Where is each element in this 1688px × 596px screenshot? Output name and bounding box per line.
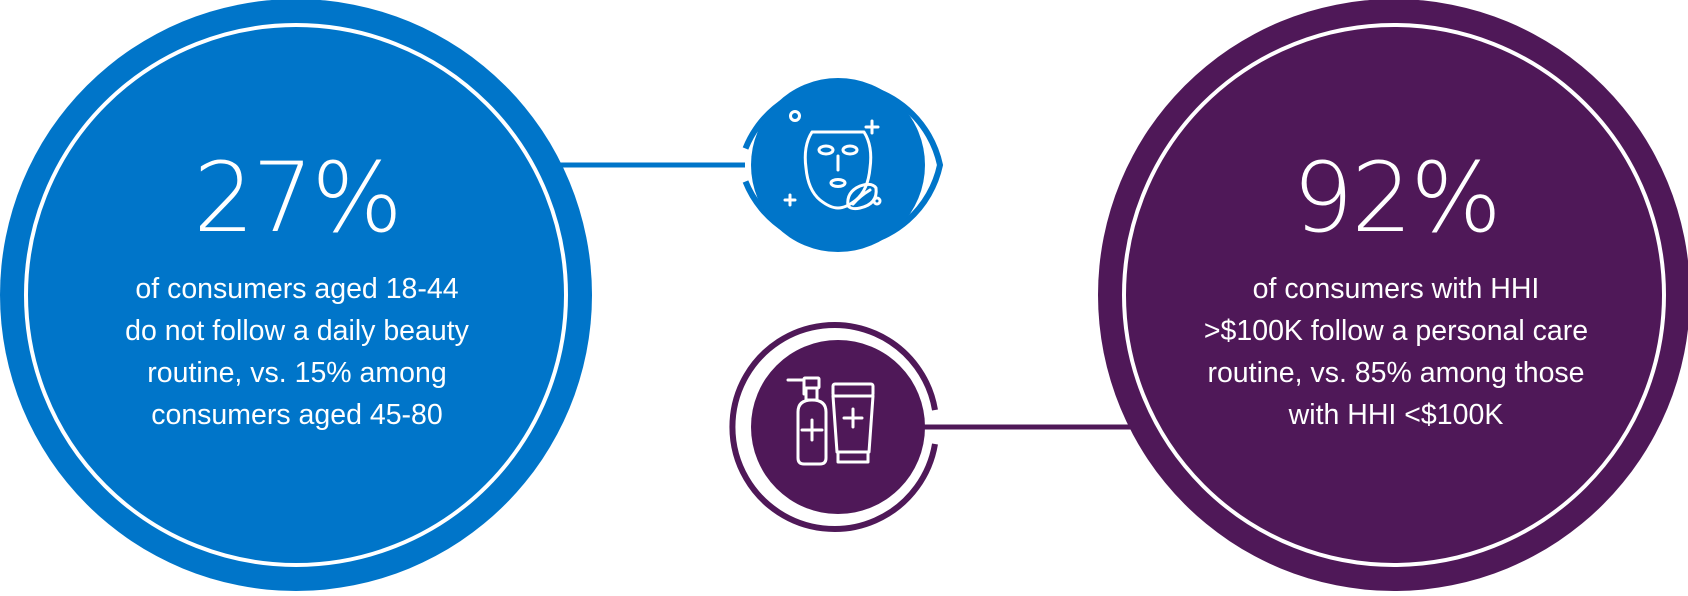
stat-right-line: with HHI <$100K (1288, 399, 1504, 431)
small-circle-bottom (729, 322, 938, 532)
stat-left-line: do not follow a daily beauty (125, 315, 469, 347)
stat-left-description: of consumers aged 18-44 do not follow a … (80, 268, 514, 436)
stat-right-percent: 92% (1292, 142, 1501, 254)
stat-left-percent: 27% (193, 142, 402, 254)
stat-left-line: of consumers aged 18-44 (135, 273, 459, 305)
stat-left-line: consumers aged 45-80 (151, 399, 443, 431)
stat-right: 92% of consumers with HHI >$100K follow … (1166, 150, 1626, 436)
small-circle-top (742, 78, 944, 252)
stat-left: 27% of consumers aged 18-44 do not follo… (80, 150, 514, 436)
stat-right-line: routine, vs. 85% among those (1207, 357, 1585, 389)
stat-right-description: of consumers with HHI >$100K follow a pe… (1166, 268, 1626, 436)
stat-left-line: routine, vs. 15% among (147, 357, 447, 389)
face-mask-icon (783, 110, 882, 211)
stat-right-line: of consumers with HHI (1252, 273, 1540, 305)
big-circle-left (0, 0, 592, 591)
stat-right-line: >$100K follow a personal care (1203, 315, 1589, 347)
big-circle-right (1098, 0, 1688, 591)
personal-care-products-icon (786, 376, 875, 466)
